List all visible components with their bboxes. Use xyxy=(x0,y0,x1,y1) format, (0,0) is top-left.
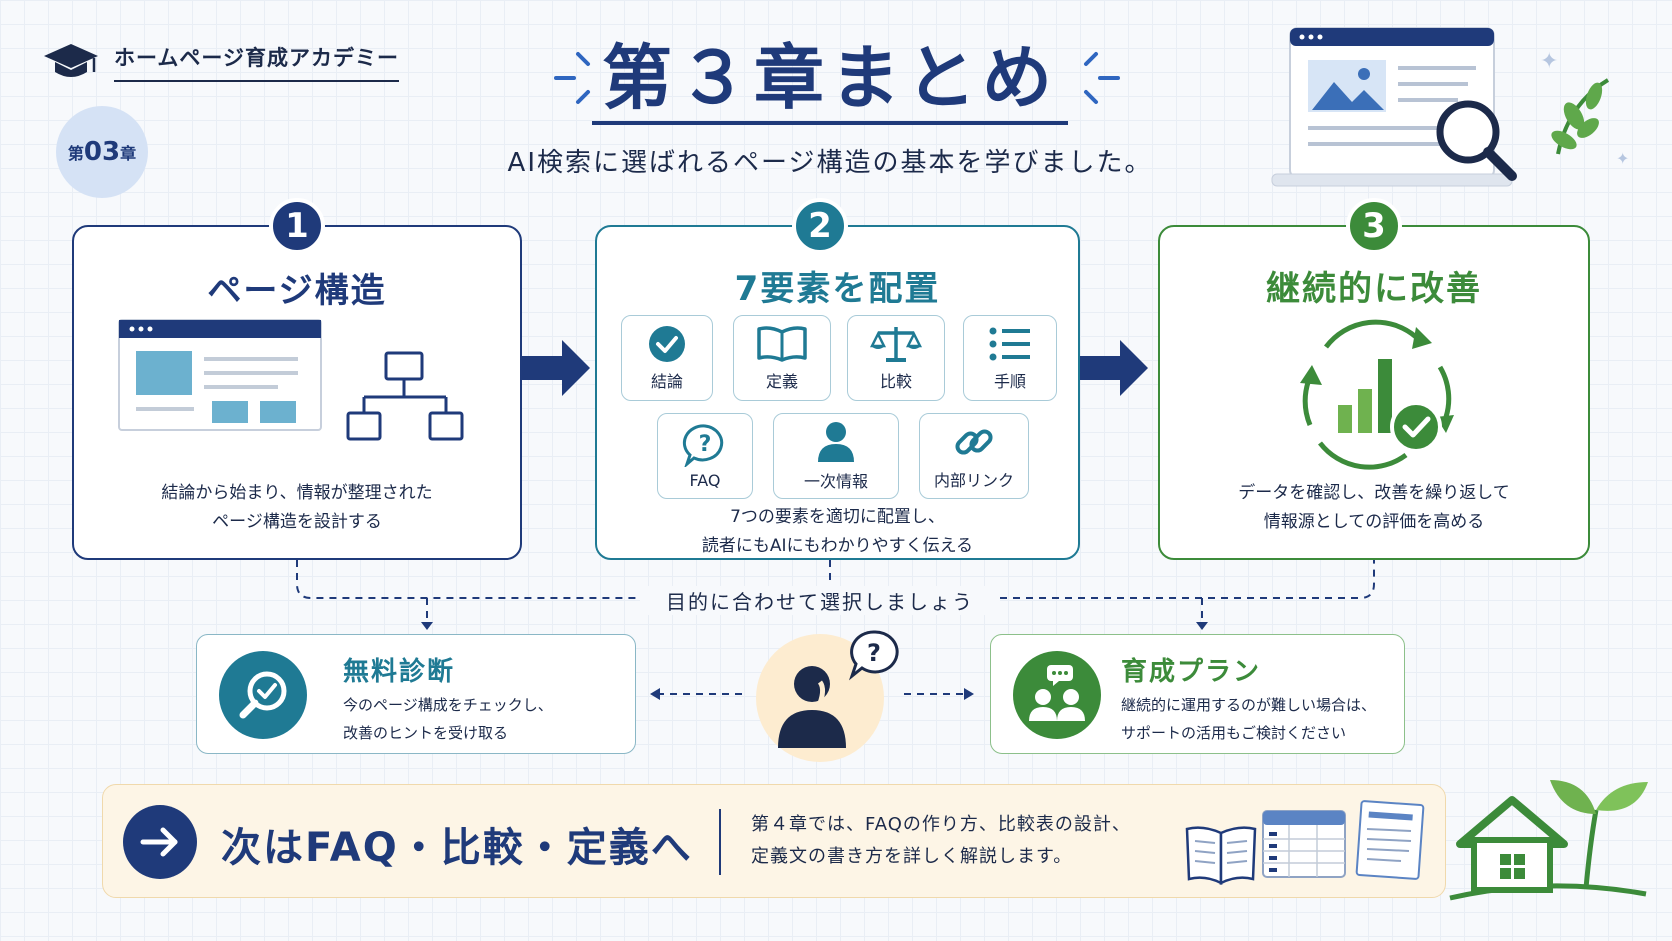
element-label: 結論 xyxy=(650,372,683,391)
step-description: データを確認し、改善を繰り返して 情報源としての評価を高める xyxy=(1160,479,1588,537)
laptop-search-illustration-icon: ✦ ✦ xyxy=(1271,27,1629,187)
link-icon xyxy=(955,429,993,455)
step-title: 継続的に改善 xyxy=(1266,269,1482,309)
step-description: 結論から始まり、情報が整理された ページ構造を設計する xyxy=(74,479,520,537)
option-title: 育成プラン xyxy=(1121,657,1262,687)
svg-text:?: ? xyxy=(699,432,712,457)
choose-prompt: 目的に合わせて選択しましょう xyxy=(640,586,1000,615)
book-icon xyxy=(757,326,807,362)
book-table-document-icon xyxy=(1185,800,1425,886)
arrow-right-circle-icon xyxy=(123,805,197,879)
element-label: 内部リンク xyxy=(933,471,1014,490)
diagnosis-search-icon xyxy=(219,651,307,739)
brand-name: ホームページ育成アカデミー xyxy=(114,42,399,82)
option-title: 無料診断 xyxy=(343,657,456,687)
page-title: 第３章まとめ xyxy=(592,40,1068,125)
desc-line: データを確認し、改善を繰り返して xyxy=(1238,483,1510,503)
svg-text:?: ? xyxy=(867,639,881,667)
desc-line: 読者にもAIにもわかりやすく伝える xyxy=(701,536,974,556)
scale-icon xyxy=(870,327,922,362)
desc-line: ページ構造を設計する xyxy=(212,512,382,532)
graduation-cap-icon xyxy=(44,44,98,77)
improvement-cycle-chart-icon xyxy=(1300,319,1454,470)
step-card-continuous-improvement: 継続的に改善 データを確認し、改善を繰り返して 情報源としての評価を高める xyxy=(1158,225,1590,560)
step-number-badge: 3 xyxy=(1346,198,1402,254)
thinking-person-icon: ? xyxy=(756,630,899,762)
desc-line: 結論から始まり、情報が整理された xyxy=(161,483,433,503)
element-label: 比較 xyxy=(879,372,912,391)
house-sprout-illustration-icon xyxy=(1449,780,1648,901)
chapter-suffix: 章 xyxy=(120,144,137,163)
arrow-right-icon xyxy=(1080,340,1148,396)
webpage-layout-icon xyxy=(118,319,322,431)
svg-text:✦: ✦ xyxy=(1540,49,1558,74)
sparkle-left-icon xyxy=(554,52,590,104)
chapter-number: 03 xyxy=(83,137,121,167)
element-definition: 定義 xyxy=(733,315,831,401)
selection-connector-lines xyxy=(296,560,1375,700)
desc-line: 改善のヒントを受け取る xyxy=(343,724,509,742)
option-description: 継続的に運用するのが難しい場合は、 サポートの活用もご検討ください xyxy=(1121,691,1376,747)
option-description: 今のページ構成をチェックし、 改善のヒントを受け取る xyxy=(343,691,553,747)
step-card-seven-elements: 7要素を配置 結論 定義 比較 手順 ? FAQ 一次情報 内部リンク 7つの要… xyxy=(595,225,1080,560)
step-number-badge: 2 xyxy=(792,198,848,254)
desc-line: 今のページ構成をチェックし、 xyxy=(343,696,553,714)
element-label: FAQ xyxy=(689,470,721,490)
desc-line: 定義文の書き方を詳しく解説します。 xyxy=(751,846,1073,867)
element-label: 定義 xyxy=(765,372,798,391)
desc-line: 7つの要素を適切に配置し、 xyxy=(730,507,945,527)
next-chapter-title: 次はFAQ・比較・定義へ xyxy=(221,825,693,871)
desc-line: 情報源としての評価を高める xyxy=(1263,512,1485,532)
person-icon xyxy=(818,422,854,462)
step-number-badge: 1 xyxy=(269,198,325,254)
next-chapter-banner[interactable]: 次はFAQ・比較・定義へ 第４章では、FAQの作り方、比較表の設計、 定義文の書… xyxy=(102,784,1446,898)
step-card-page-structure: ページ構造 結論から始まり、情報が整理された ページ構造を設計する xyxy=(72,225,522,560)
chapter-badge: 第 03 章 xyxy=(56,106,148,198)
element-label: 一次情報 xyxy=(803,472,868,491)
step-description: 7つの要素を適切に配置し、 読者にもAIにもわかりやすく伝える xyxy=(597,503,1078,561)
element-steps: 手順 xyxy=(963,315,1057,401)
element-conclusion: 結論 xyxy=(621,315,713,401)
title-area: 第３章まとめ xyxy=(520,40,1140,125)
brand-logo[interactable]: ホームページ育成アカデミー xyxy=(42,40,399,84)
next-chapter-description: 第４章では、FAQの作り方、比較表の設計、 定義文の書き方を詳しく解説します。 xyxy=(751,809,1131,873)
arrow-right-icon xyxy=(522,340,590,396)
question-icon: ? xyxy=(682,423,724,467)
sparkle-right-icon xyxy=(1084,52,1120,104)
step-title: ページ構造 xyxy=(207,271,387,311)
list-icon xyxy=(989,327,1030,361)
growth-plan-option[interactable]: 育成プラン 継続的に運用するのが難しい場合は、 サポートの活用もご検討ください xyxy=(990,634,1405,754)
consultation-chat-icon xyxy=(1013,651,1101,739)
divider xyxy=(719,809,721,875)
step-title: 7要素を配置 xyxy=(734,269,941,309)
desc-line: 継続的に運用するのが難しい場合は、 xyxy=(1121,696,1377,714)
element-primary-info: 一次情報 xyxy=(773,413,899,499)
page-subtitle: AI検索に選ばれるページ構造の基本を学びました。 xyxy=(507,148,1153,178)
free-diagnosis-option[interactable]: 無料診断 今のページ構成をチェックし、 改善のヒントを受け取る xyxy=(196,634,636,754)
element-faq: ? FAQ xyxy=(657,413,753,499)
check-circle-icon xyxy=(649,326,685,362)
desc-line: サポートの活用もご検討ください xyxy=(1121,724,1347,742)
element-comparison: 比較 xyxy=(847,315,945,401)
sitemap-hierarchy-icon xyxy=(346,351,464,441)
element-internal-link: 内部リンク xyxy=(919,413,1029,499)
element-label: 手順 xyxy=(993,372,1026,391)
chapter-prefix: 第 xyxy=(67,144,84,163)
svg-text:✦: ✦ xyxy=(1616,149,1629,168)
desc-line: 第４章では、FAQの作り方、比較表の設計、 xyxy=(751,814,1131,835)
